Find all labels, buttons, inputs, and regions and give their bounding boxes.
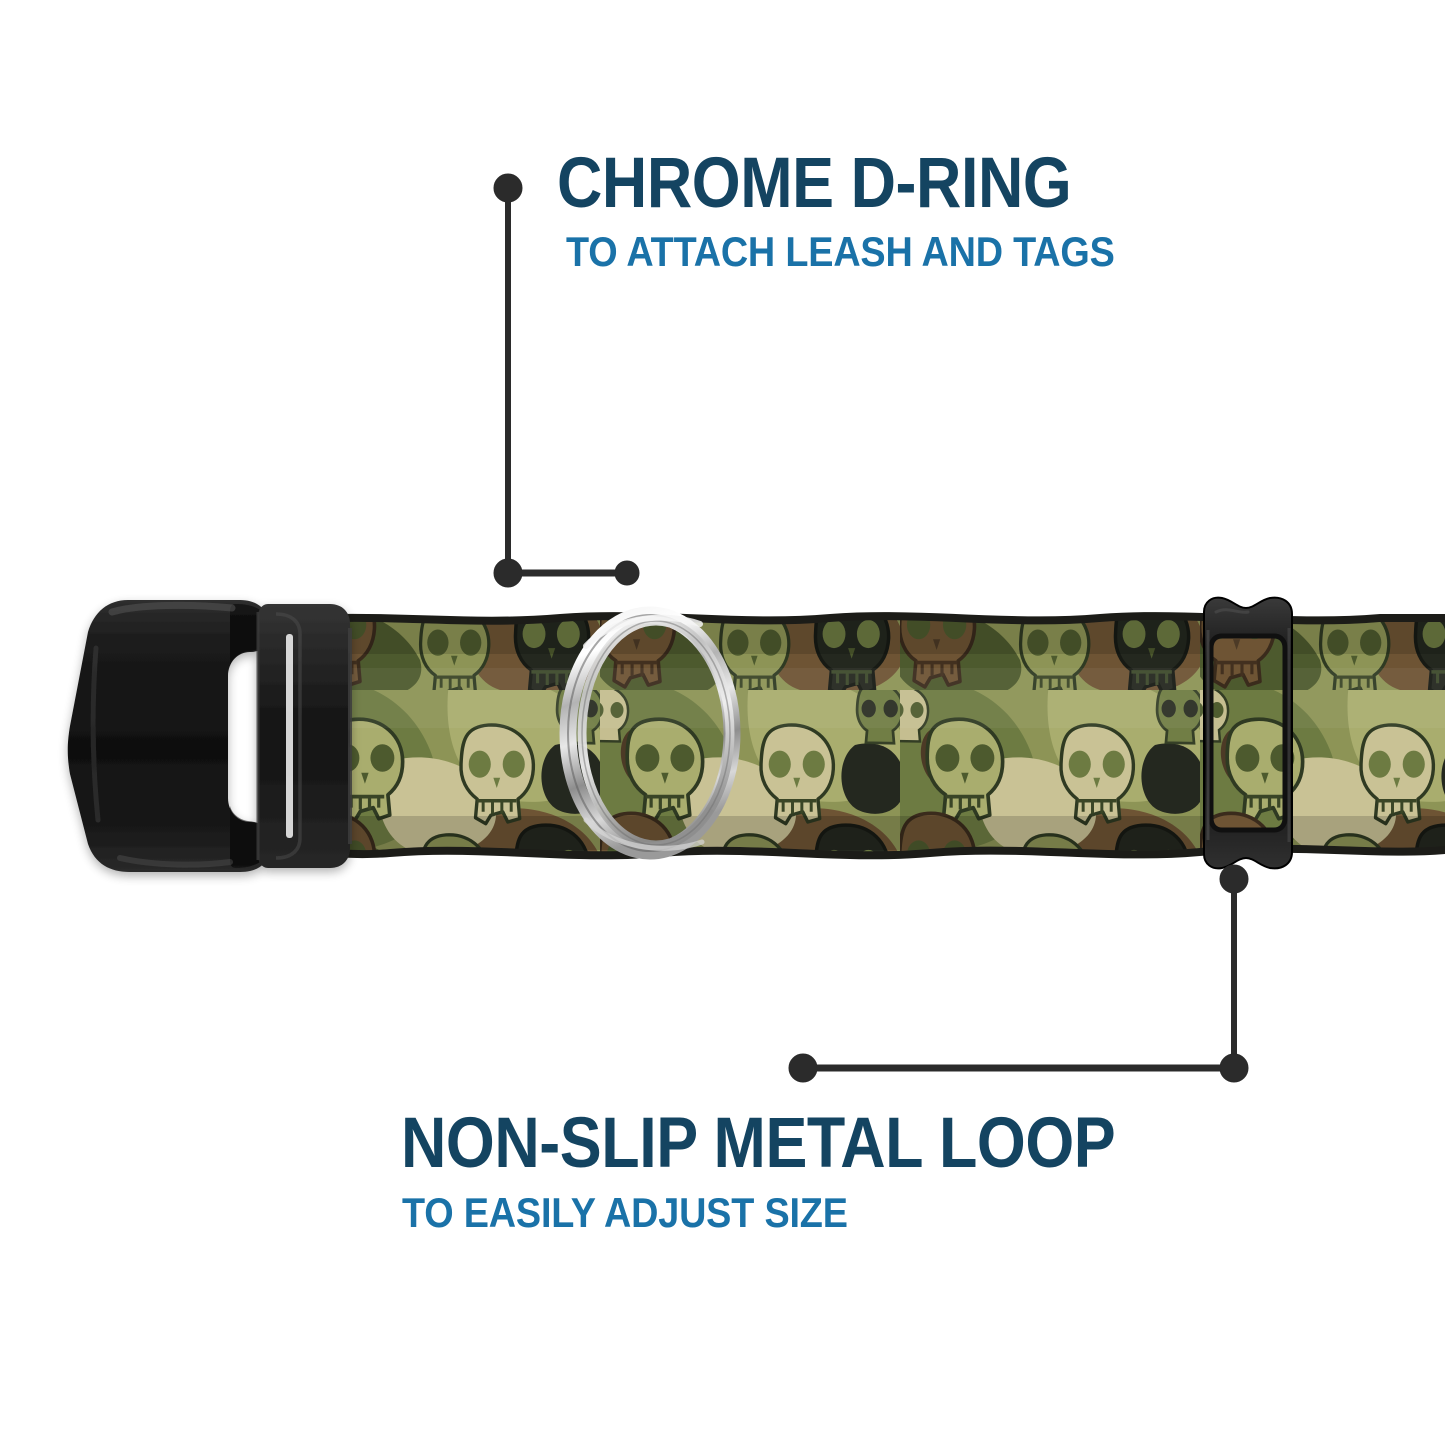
leader-dot-title [493, 173, 523, 203]
leader-dot-elbow [493, 558, 523, 588]
leader-line-d-ring [493, 173, 640, 588]
callout-title-non-slip-metal-loop: NON-SLIP METAL LOOP [401, 1104, 1116, 1183]
leader-dot-target-d-ring [614, 560, 640, 586]
leader-dot-elbow [1219, 1053, 1249, 1083]
callout-subtitle-chrome-d-ring: TO ATTACH LEASH AND TAGS [566, 228, 1115, 275]
leader-line-metal-loop [788, 864, 1249, 1083]
leader-dot-target-metal-loop [1219, 864, 1249, 894]
d-ring [559, 606, 741, 860]
side-release-buckle [67, 600, 352, 872]
buckle-edge-highlight [286, 634, 293, 838]
leader-dot-title [788, 1053, 818, 1083]
metal-loop [1203, 596, 1293, 870]
callout-subtitle-non-slip-metal-loop: TO EASILY ADJUST SIZE [402, 1189, 848, 1236]
callout-title-chrome-d-ring: CHROME D-RING [557, 144, 1072, 223]
